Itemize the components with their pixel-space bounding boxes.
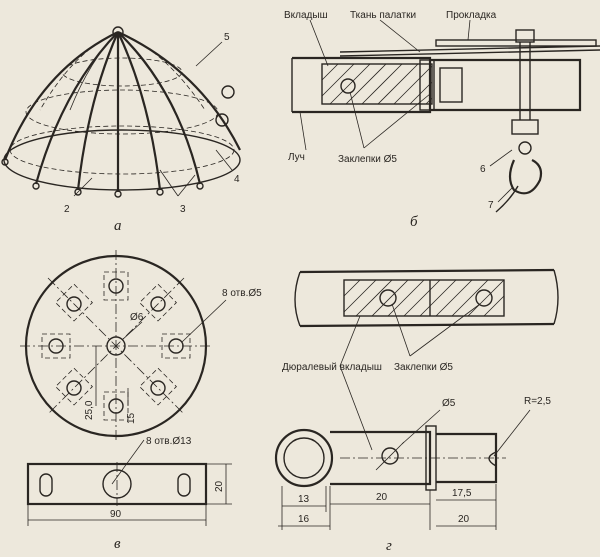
dome-foot-loops [1,158,204,198]
panel-b-rib-joint: Вкладыш Ткань палатки Прокладка Луч Закл… [284,10,600,230]
dim-20-g-a: 20 [376,492,388,503]
label-g-rivets: Заклепки Ø5 [394,362,453,373]
dome-inner-ring [9,125,235,175]
dim-25: 25,0 [84,400,95,420]
caption-v: в [114,536,121,552]
panel-g-dural-insert: Заклепки Ø5 Дюралевый вкладыш Ø5 R=2,5 1… [274,268,559,554]
hole-g [381,447,399,465]
dim-13: 13 [298,494,310,505]
rivet-g-1 [379,289,397,307]
insert-hatched [321,59,435,111]
panel-v-hub-plate: 25,0 15 8 отв.Ø5 Ø6 8 отв.Ø13 90 20 в [20,250,262,552]
label-b-rivets: Заклепки Ø5 [338,154,397,165]
slot-right [177,473,191,497]
label-g-dural: Дюралевый вкладыш [282,362,382,373]
radius-notch [488,451,497,467]
label-b-insert: Вкладыш [284,10,328,21]
caption-a: а [114,218,122,234]
caption-b: б [410,214,418,230]
hub-bolt-holes [48,278,184,414]
label-b-fabric: Ткань палатки [350,10,416,21]
rivet-g-2 [475,289,493,307]
label-b-6: 6 [480,164,486,175]
rivet-b-1 [340,78,356,94]
dome-connector [221,85,235,99]
dome-ribs [3,31,241,192]
label-a-3: 3 [180,204,186,215]
dim-20-v: 20 [214,480,225,492]
dim-16: 16 [298,514,310,525]
label-b-rib: Луч [288,152,305,163]
dome-base-ring [3,129,241,191]
bolt-nut [511,119,539,135]
label-v-hole6: Ø6 [130,312,144,323]
dim-20-g-b: 20 [458,514,470,525]
hook-link [518,141,532,155]
label-v-holes13: 8 отв.Ø13 [146,436,192,447]
center-hole [106,336,126,356]
label-b-gasket: Прокладка [446,10,497,21]
hub-dashed-slots [41,271,191,421]
dome-top-hub [112,26,124,38]
dim-90: 90 [110,509,122,520]
label-a-2: 2 [64,204,70,215]
dim-15: 15 [126,412,137,424]
tube-end-inner [283,437,325,479]
slot-b [439,67,463,103]
label-b-7: 7 [488,200,494,211]
dome-upper-ring [61,57,183,87]
g-insert-hatched [343,279,505,317]
tube-end-outer [274,428,334,488]
panel-a-dome-frame: 5 4 2 3 а [1,26,241,234]
label-g-radius: R=2,5 [524,396,551,407]
label-a-4: 4 [234,174,240,185]
label-v-holes5: 8 отв.Ø5 [222,288,262,299]
label-g-hole5: Ø5 [442,398,456,409]
bolt-head [515,29,535,43]
caption-g: г [386,538,392,554]
slot-left [39,473,53,497]
label-a-5: 5 [224,32,230,43]
dim-17-5: 17,5 [452,488,472,499]
hook-loop [508,159,543,195]
dome-connector-2 [215,113,229,127]
